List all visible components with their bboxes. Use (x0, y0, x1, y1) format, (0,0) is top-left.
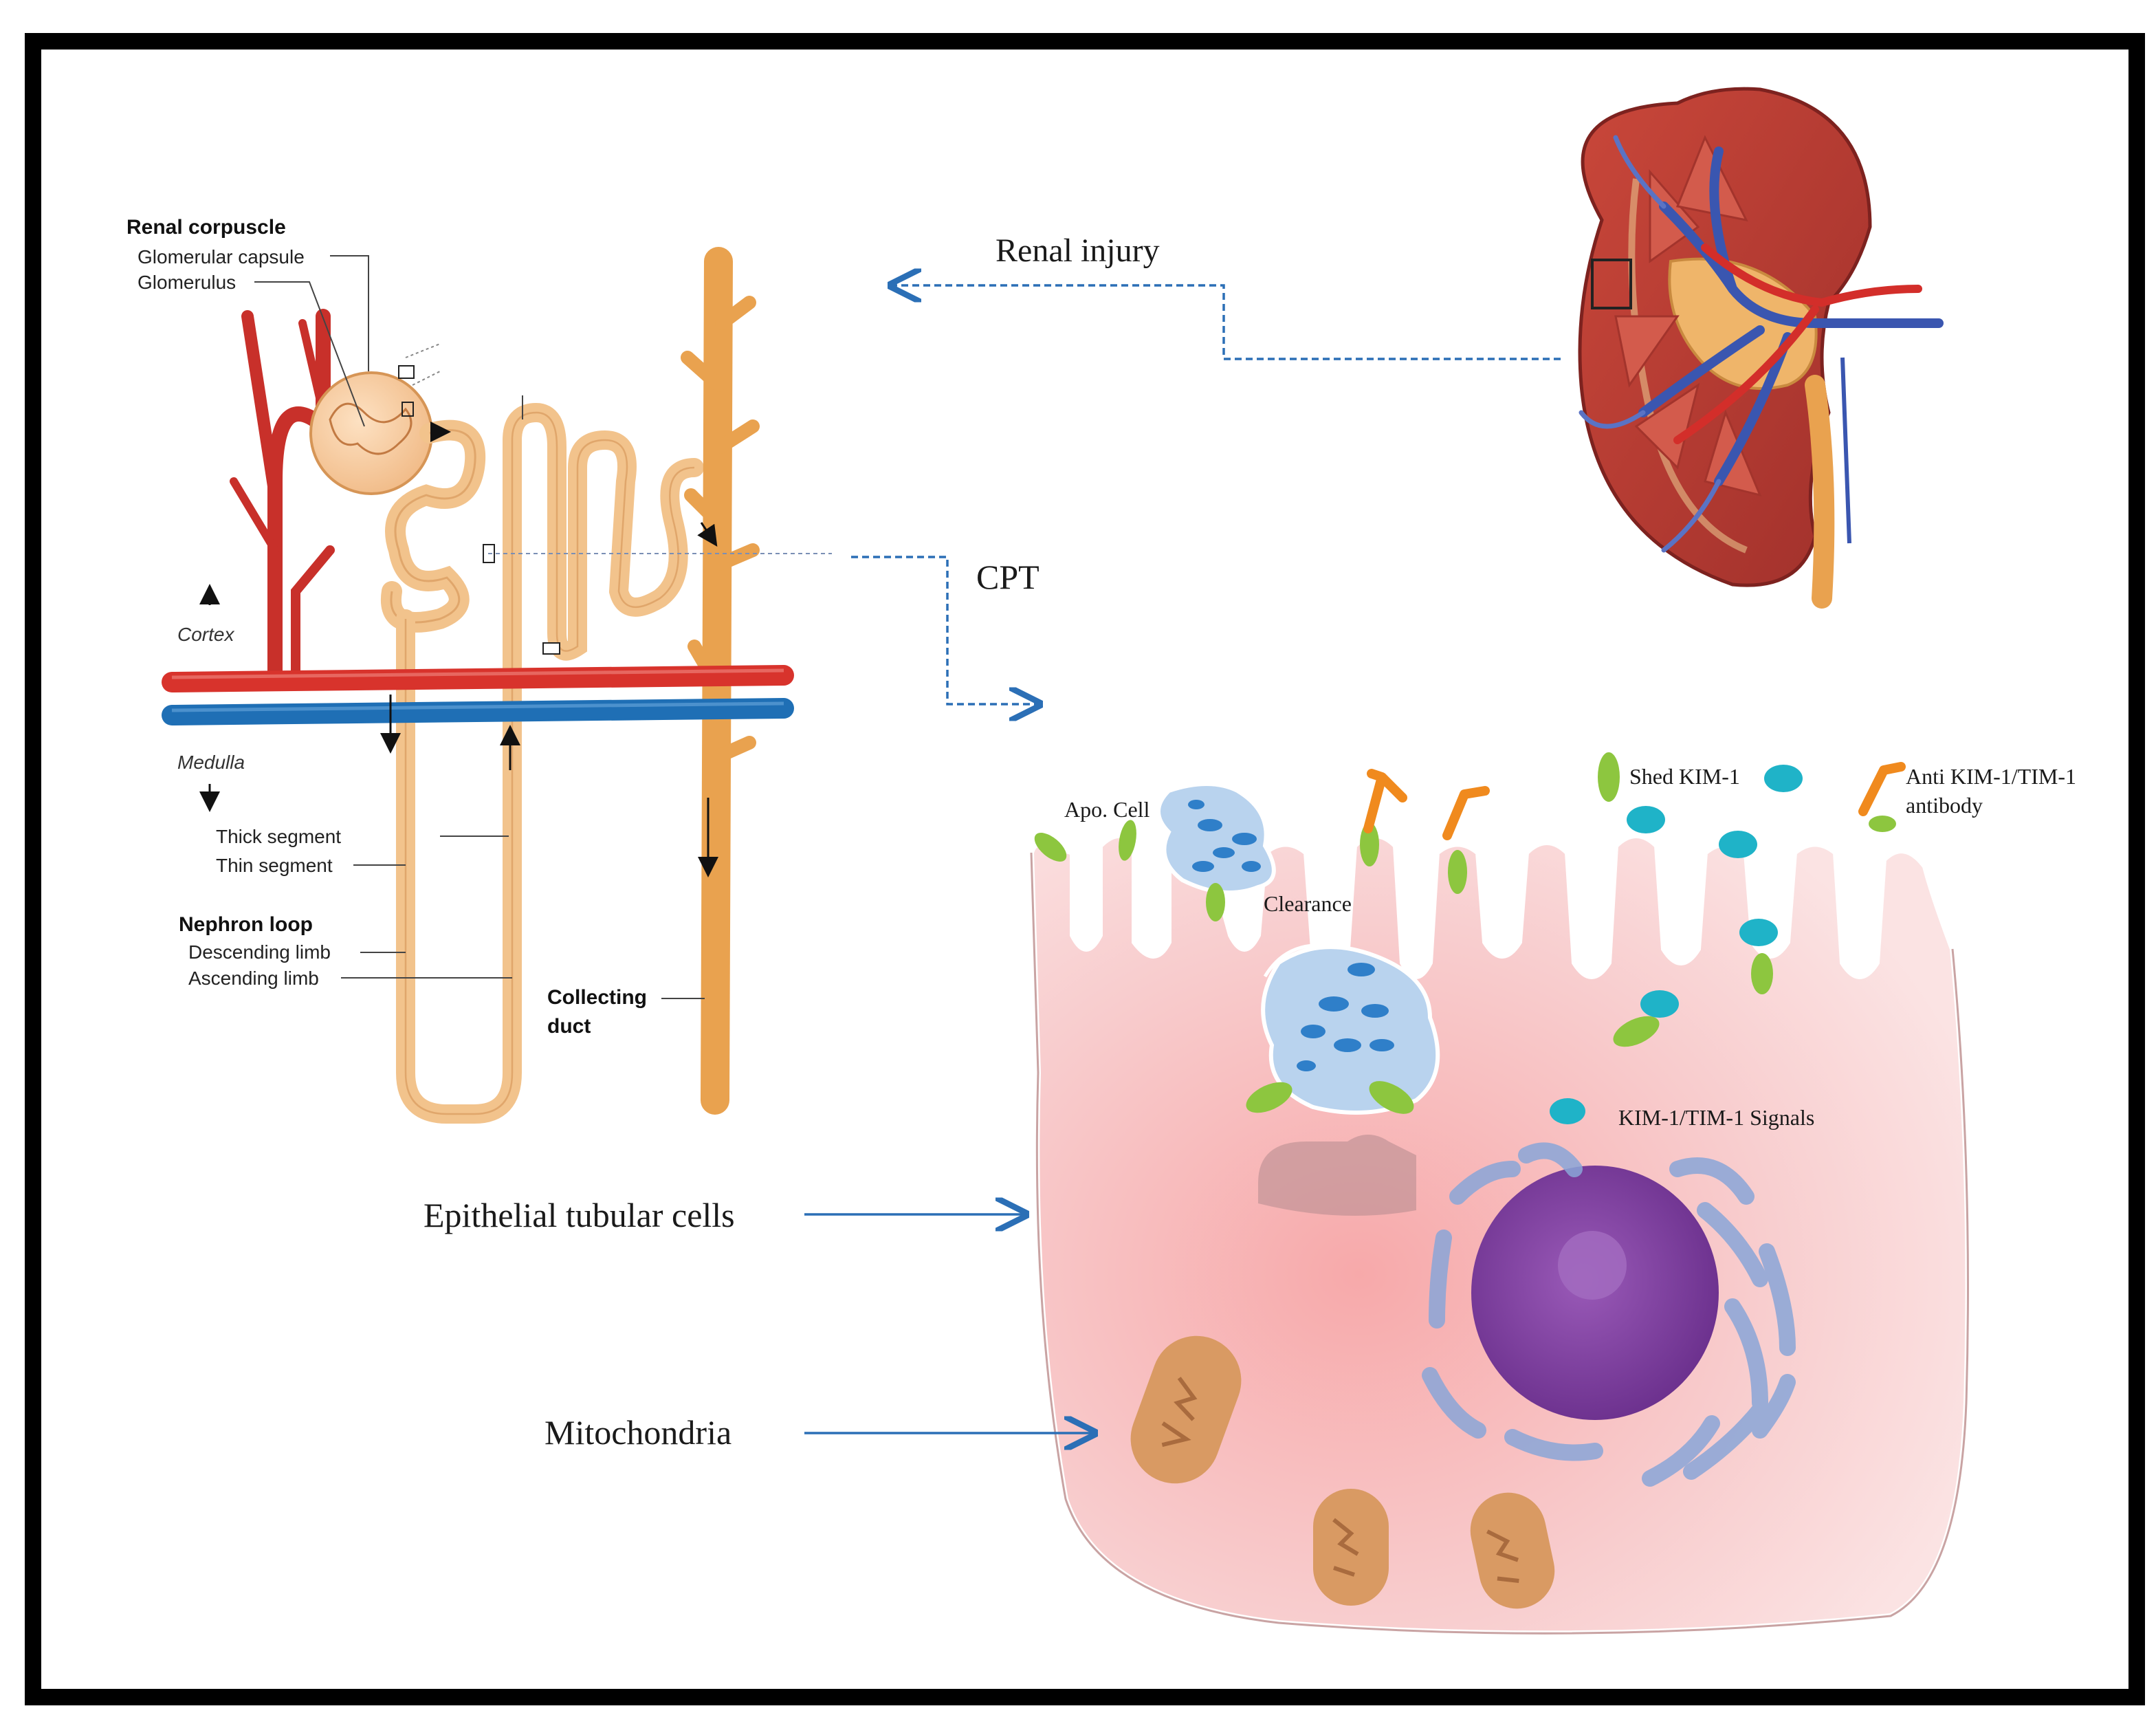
descending-limb-label: Descending limb (188, 941, 331, 963)
cpt-label: CPT (976, 558, 1040, 596)
nephron-loop (396, 402, 704, 1124)
nucleolus (1558, 1231, 1627, 1300)
kidney-illustration (1578, 87, 1944, 609)
glomerulus-label: Glomerulus (138, 272, 236, 293)
endoplasmic-reticulum (1422, 1142, 1796, 1487)
medulla-label: Medulla (177, 752, 245, 773)
mitochondria-organelles (1130, 1335, 1555, 1609)
renal-artery (1673, 243, 1922, 444)
epithelial-tubular-cells-label: Epithelial tubular cells (424, 1196, 735, 1234)
nephron-illustration: Renal corpuscle Glomerular capsule Glome… (126, 216, 832, 1124)
renal-injury-arrow (892, 285, 1561, 360)
shed-kim1-molecules (1550, 765, 1803, 1124)
glomerular-capsule-label: Glomerular capsule (138, 246, 305, 267)
anti-kim1-antibodies (1363, 762, 1906, 840)
anti-antibody-label-2: antibody (1906, 793, 1983, 818)
kim1-receptors (1034, 752, 1896, 1114)
ascending-limb-label: Ascending limb (188, 968, 319, 989)
ureter (1805, 375, 1835, 609)
engulfed-apoptotic-cell (1261, 943, 1440, 1115)
shed-kim1-label: Shed KIM-1 (1629, 764, 1740, 789)
apo-cell-label: Apo. Cell (1064, 797, 1150, 822)
kidney-zoom-box (1591, 259, 1632, 309)
epithelial-cell-illustration: Apo. Cell Clearance Shed KIM-1 Anti KIM-… (1028, 752, 2076, 1637)
thin-segment-label: Thin segment (216, 855, 333, 876)
mitochondria-label: Mitochondria (544, 1413, 732, 1452)
anti-antibody-label-1: Anti KIM-1/TIM-1 (1906, 764, 2076, 789)
glomerulus-shape (329, 402, 412, 455)
thick-segment-label: Thick segment (216, 826, 341, 847)
nephron-loop-label: Nephron loop (179, 913, 313, 936)
apoptotic-cell (1156, 782, 1276, 895)
collecting-duct-label-2: duct (547, 1015, 591, 1038)
renal-injury-label: Renal injury (996, 232, 1160, 269)
cpt-arrow (851, 556, 1038, 704)
clearance-label: Clearance (1264, 891, 1352, 916)
arcuate-artery (162, 665, 794, 692)
renal-vein (1638, 146, 1944, 486)
kim1-signals-label: KIM-1/TIM-1 Signals (1618, 1105, 1814, 1130)
collecting-duct-label-1: Collecting (547, 986, 647, 1009)
cortex-label: Cortex (177, 624, 234, 645)
arcuate-vein (162, 698, 794, 725)
renal-corpuscle-label: Renal corpuscle (126, 216, 286, 239)
afferent-arteriole (230, 309, 335, 681)
glomerular-capsule-shape (309, 371, 433, 495)
